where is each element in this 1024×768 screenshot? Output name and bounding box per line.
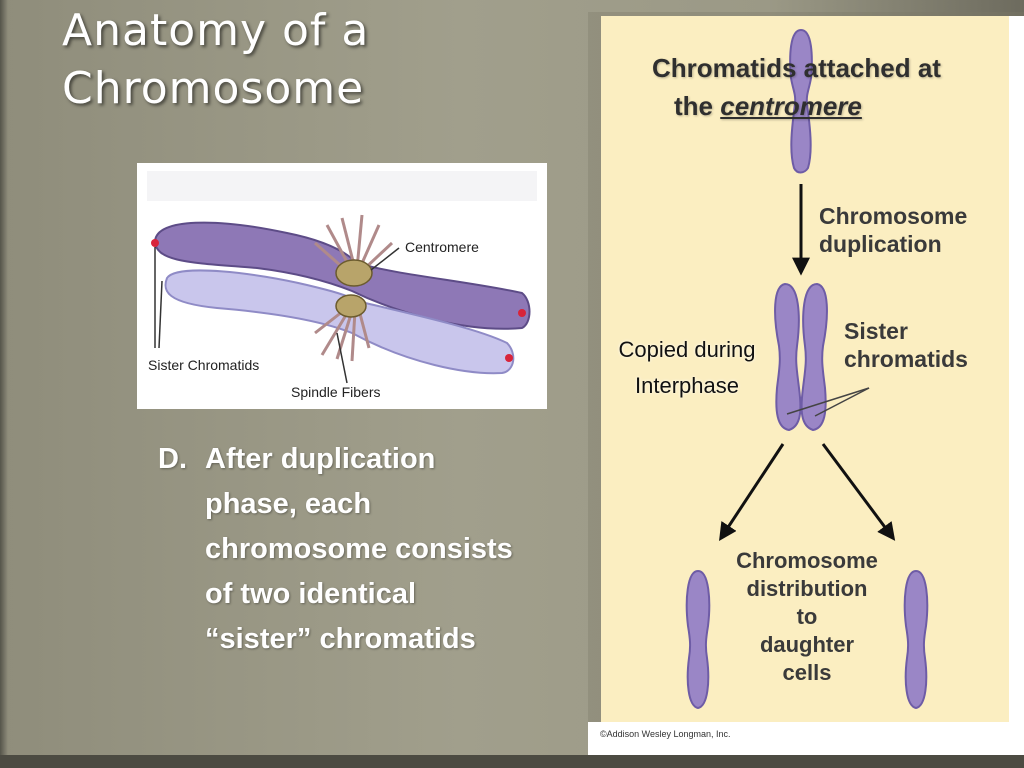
label-chromatids-attached-line-1: Chromatids attached at <box>652 53 941 83</box>
bottom-bar <box>0 755 1024 768</box>
photo-label-spindle-fibers: Spindle Fibers <box>291 384 381 400</box>
label-sister-line-1: Sister <box>844 318 908 344</box>
label-distribution-line-2: distribution <box>746 576 868 601</box>
label-distribution-line-4: daughter <box>759 632 855 657</box>
duplication-diagram: Chromatids attached at the centromere Ch… <box>601 16 1009 722</box>
daughter-chromosome-right <box>903 569 929 710</box>
centromere-top <box>335 259 373 287</box>
distribution-arrow-right <box>821 443 896 541</box>
label-chromatids-attached: Chromatids attached at the centromere <box>652 49 941 125</box>
slide-title-line-1: Anatomy of a <box>62 5 370 56</box>
label-distribution-line-5: cells <box>782 660 832 685</box>
label-duplication-line-1: Chromosome <box>819 203 968 229</box>
photo-label-sister-chromatids: Sister Chromatids <box>148 357 259 373</box>
slide-title: Anatomy of a Chromosome <box>62 2 422 118</box>
label-chromatids-attached-line-2: the centromere <box>652 87 941 125</box>
left-edge-shadow <box>0 0 8 768</box>
chromosome-photo: Centromere Sister Chromatids Spindle Fib… <box>137 163 547 409</box>
chromosome-illustration: Centromere Sister Chromatids Spindle Fib… <box>137 163 547 409</box>
distribution-arrow-left <box>719 443 785 542</box>
label-the: the <box>674 91 721 121</box>
label-duplication-line-2: duplication <box>819 231 942 257</box>
single-chromosome <box>789 28 813 174</box>
sister-chromatid-right <box>800 282 828 432</box>
label-distribution-line-3: to <box>796 604 818 629</box>
label-copied-line-1: Copied during <box>618 337 756 362</box>
figure-right-strip <box>1009 16 1024 722</box>
bullet-point-d: D. After duplication phase, each chromos… <box>158 437 518 662</box>
label-chromosome-distribution: Chromosome distribution to daughter cell… <box>719 547 895 687</box>
label-chromosome-duplication: Chromosome duplication <box>819 202 967 258</box>
label-copied-line-2: Interphase <box>635 373 739 398</box>
slide-title-line-2: Chromosome <box>62 63 365 114</box>
label-centromere-emphasis: centromere <box>720 91 862 121</box>
bullet-text: After duplication phase, each chromosome… <box>205 443 513 655</box>
label-distribution-line-1: Chromosome <box>736 548 878 573</box>
label-sister-line-2: chromatids <box>844 346 968 372</box>
label-copied-during-interphase: Copied during Interphase <box>607 332 767 404</box>
sister-chromatid-left <box>774 282 802 432</box>
label-sister-chromatids: Sister chromatids <box>844 317 968 373</box>
daughter-chromosome-left <box>685 569 711 710</box>
figure-footer <box>588 722 1024 755</box>
lower-chromatid <box>164 269 515 375</box>
figure-copyright: ©Addison Wesley Longman, Inc. <box>600 729 731 739</box>
bullet-marker: D. <box>158 443 187 475</box>
photo-label-centromere: Centromere <box>405 239 479 255</box>
centromere-bottom <box>335 294 367 318</box>
duplication-diagram-graphics <box>685 28 929 710</box>
